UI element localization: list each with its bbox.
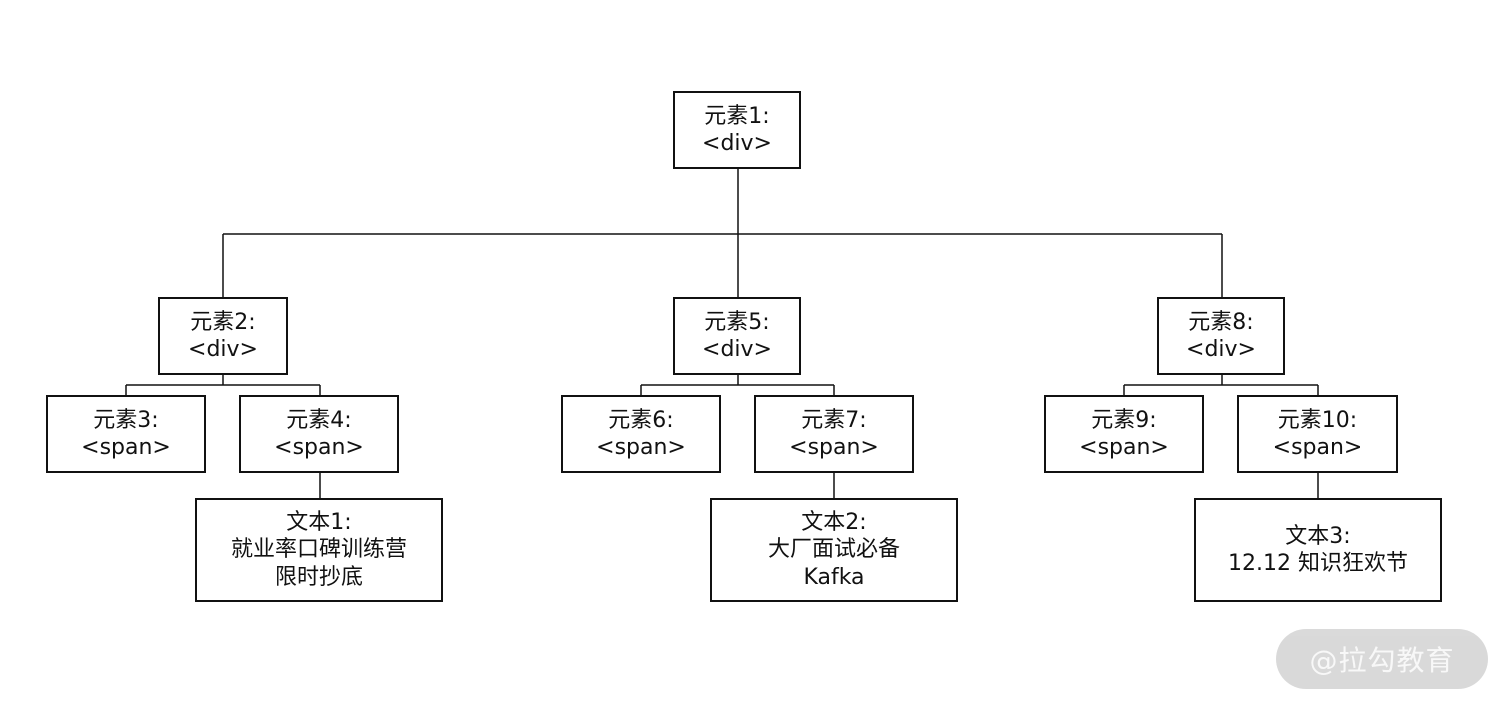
- element-node-10-label: 元素10:: [1277, 407, 1358, 433]
- text-node-1: 文本1: 就业率口碑训练营 限时抄底: [195, 498, 443, 602]
- element-node-1: 元素1: <div>: [673, 91, 801, 169]
- element-node-5: 元素5: <div>: [673, 297, 801, 375]
- text-node-3-label: 文本3:: [1285, 523, 1351, 549]
- text-node-1-line2: 限时抄底: [274, 564, 363, 590]
- element-node-7: 元素7: <span>: [754, 395, 914, 473]
- text-node-2-line1: 大厂面试必备: [767, 537, 900, 563]
- element-node-2-label: 元素2:: [190, 309, 256, 335]
- element-node-3-tag: <span>: [81, 435, 171, 460]
- text-node-2-label: 文本2:: [801, 509, 867, 535]
- element-node-10-tag: <span>: [1272, 435, 1363, 460]
- element-node-3-label: 元素3:: [93, 407, 159, 433]
- element-node-7-tag: <span>: [789, 435, 879, 460]
- text-node-1-label: 文本1:: [286, 509, 352, 535]
- element-node-3: 元素3: <span>: [46, 395, 206, 473]
- element-node-4-tag: <span>: [274, 435, 364, 460]
- element-node-2: 元素2: <div>: [158, 297, 288, 375]
- element-node-7-label: 元素7:: [801, 407, 867, 433]
- element-node-4-label: 元素4:: [286, 407, 352, 433]
- text-node-3-line1: 12.12 知识狂欢节: [1228, 551, 1408, 576]
- element-node-8: 元素8: <div>: [1157, 297, 1285, 375]
- text-node-1-line1: 就业率口碑训练营: [230, 537, 407, 563]
- text-node-3: 文本3: 12.12 知识狂欢节: [1194, 498, 1442, 602]
- element-node-6-tag: <span>: [596, 435, 686, 460]
- element-node-9-tag: <span>: [1079, 435, 1169, 460]
- element-node-4: 元素4: <span>: [239, 395, 399, 473]
- element-node-10: 元素10: <span>: [1237, 395, 1398, 473]
- element-node-6-label: 元素6:: [608, 407, 674, 433]
- element-node-1-tag: <div>: [702, 131, 772, 156]
- element-node-9: 元素9: <span>: [1044, 395, 1204, 473]
- text-node-2: 文本2: 大厂面试必备 Kafka: [710, 498, 958, 602]
- element-node-6: 元素6: <span>: [561, 395, 721, 473]
- element-node-5-label: 元素5:: [704, 309, 770, 335]
- element-node-9-label: 元素9:: [1091, 407, 1157, 433]
- watermark-badge: @拉勾教育: [1276, 629, 1488, 689]
- element-node-5-tag: <div>: [702, 337, 772, 362]
- element-node-1-label: 元素1:: [704, 103, 770, 129]
- element-node-2-tag: <div>: [188, 337, 258, 362]
- element-node-8-tag: <div>: [1186, 337, 1256, 362]
- text-node-2-line2: Kafka: [803, 564, 865, 590]
- element-node-8-label: 元素8:: [1188, 309, 1254, 335]
